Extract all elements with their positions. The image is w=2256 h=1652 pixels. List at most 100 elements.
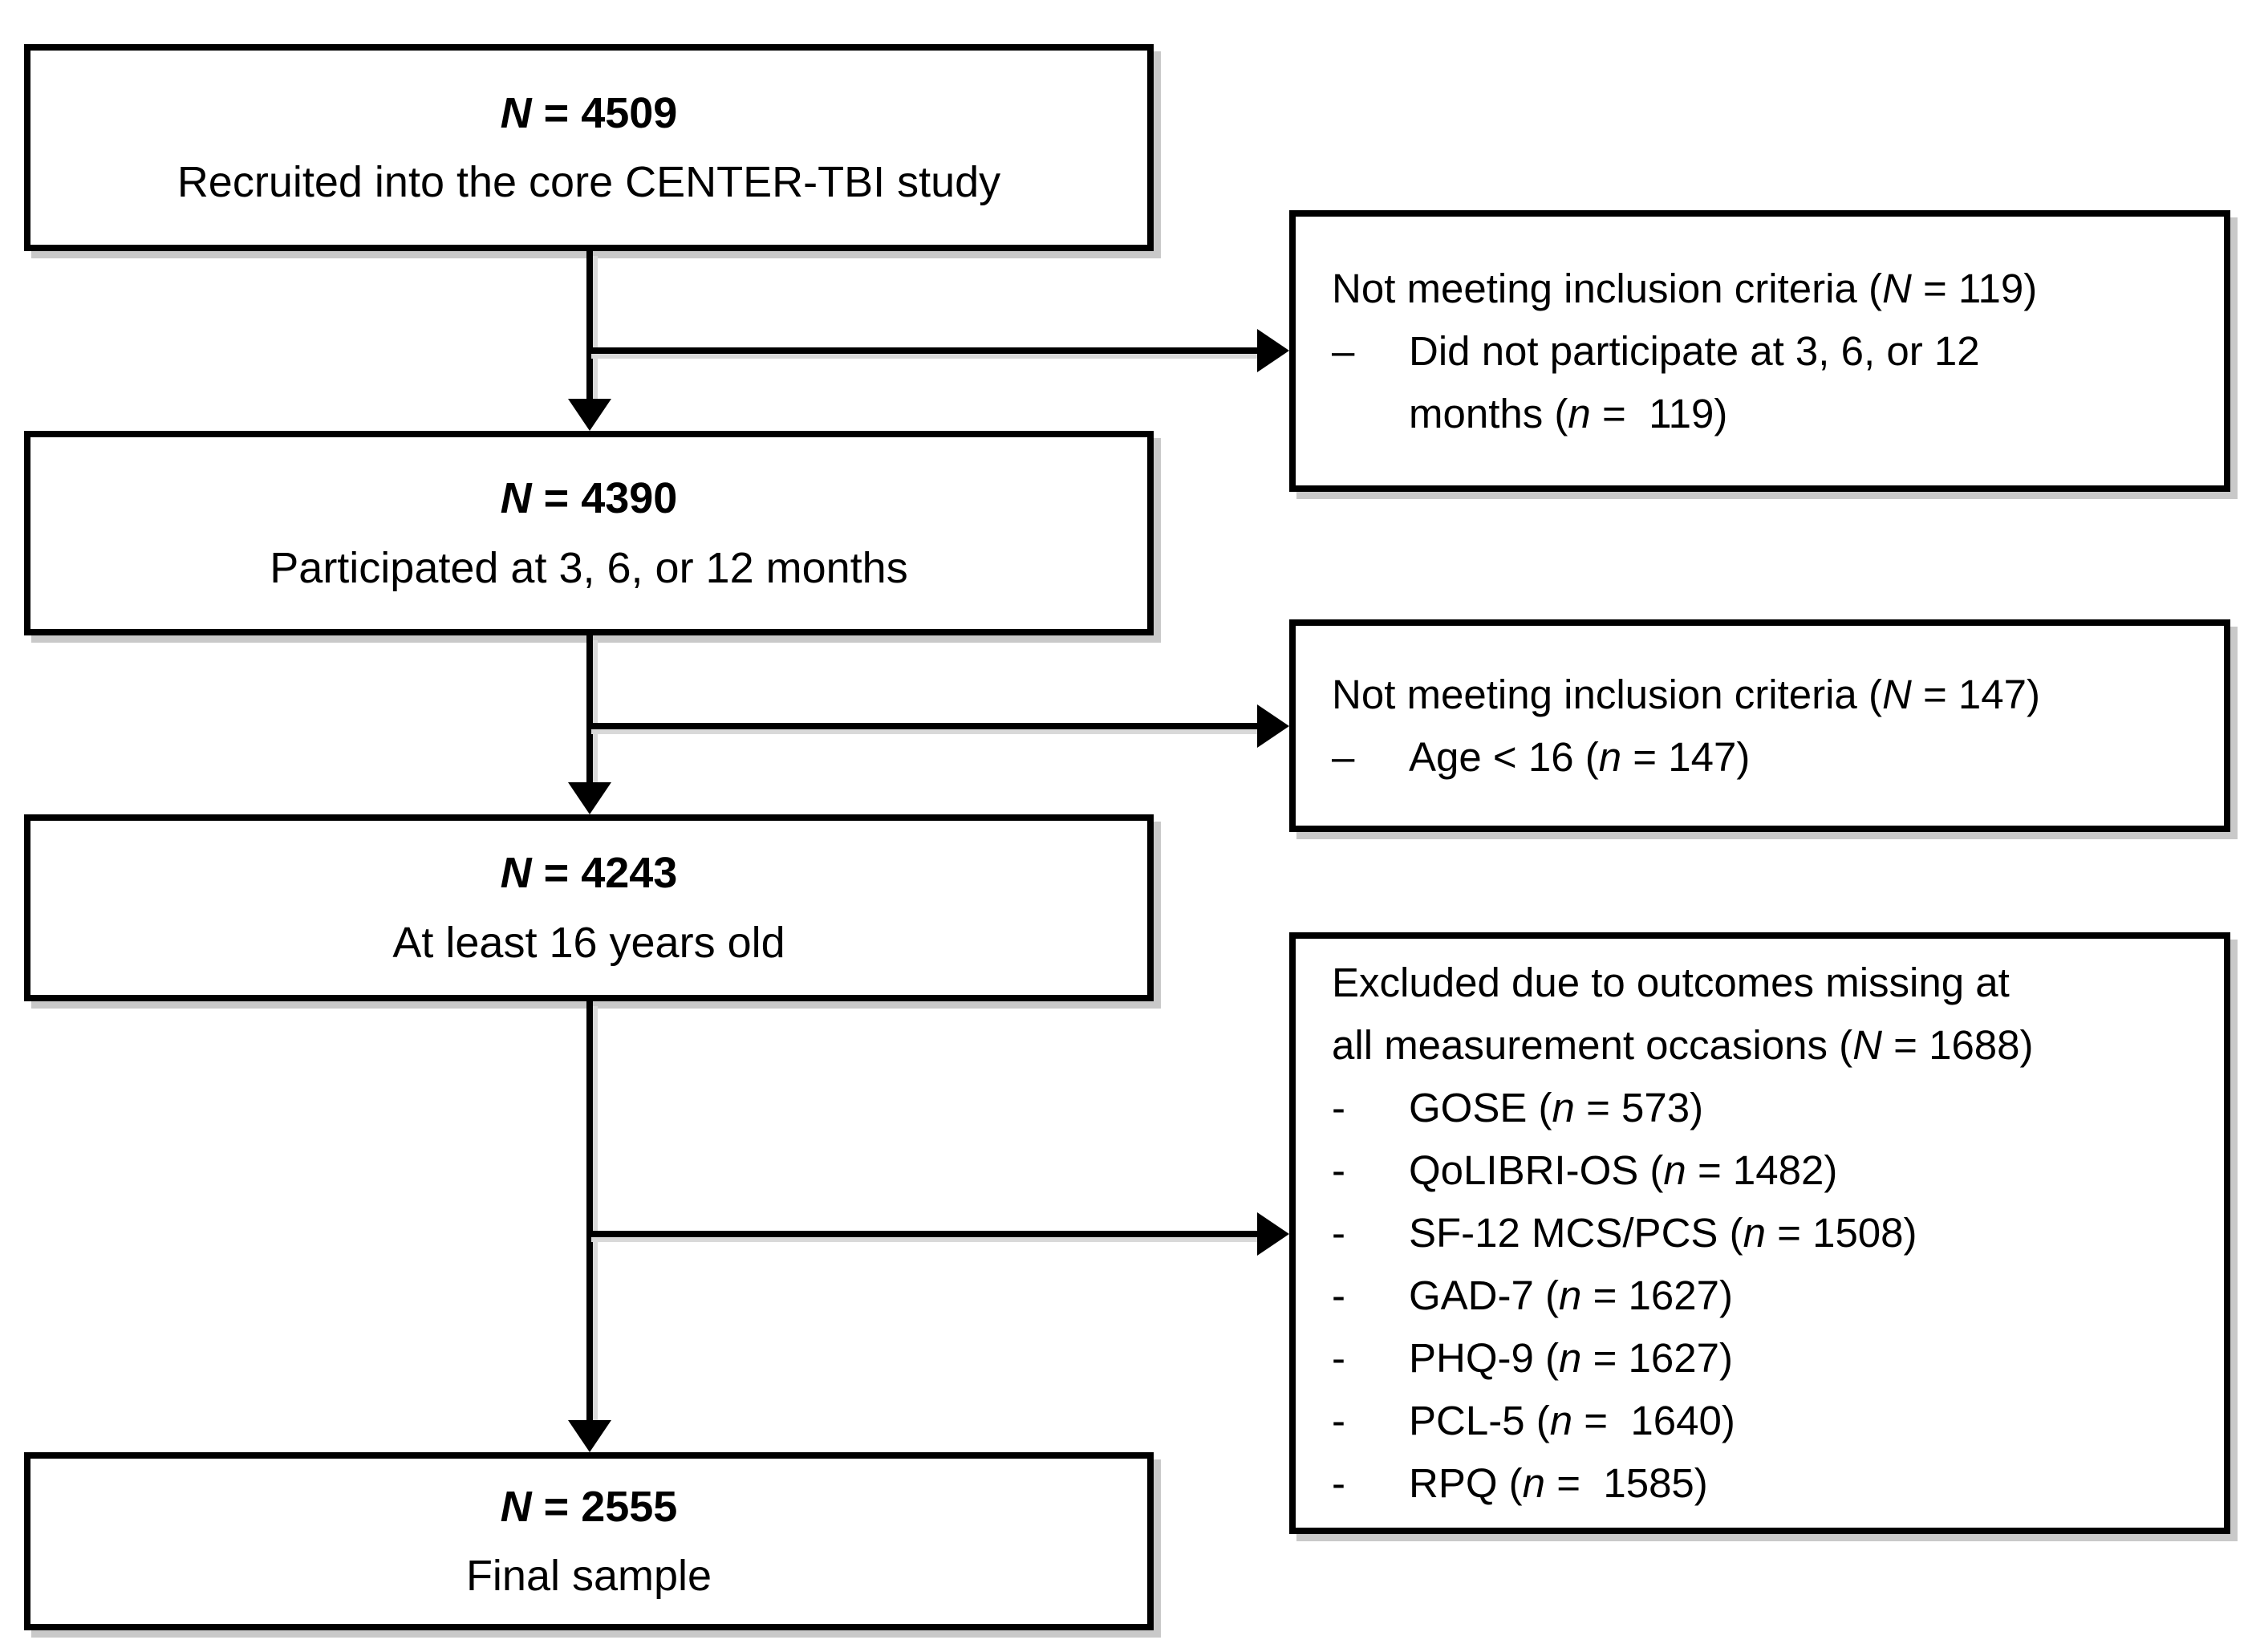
item-count: = 1627) [1581, 1272, 1733, 1318]
exclusion-item-text: RPQ (n = 1585) [1409, 1452, 2200, 1515]
exclusion-box-inclusion-criteria-147: Not meeting inclusion criteria (N = 147)… [1289, 619, 2230, 832]
connector-line-3 [586, 1001, 593, 1422]
exclusion-title: Not meeting inclusion criteria (N = 147) [1332, 664, 2200, 726]
flow-box-recruited: N = 4509 Recruited into the core CENTER-… [24, 44, 1154, 251]
bullet-dash: - [1332, 1460, 1345, 1506]
n-symbol: N [1881, 265, 1912, 311]
item-text: GOSE ( [1409, 1085, 1552, 1130]
n-symbol: n [1663, 1147, 1686, 1193]
n-symbol: N [500, 849, 532, 898]
flow-box-age-16: N = 4243 At least 16 years old [24, 814, 1154, 1001]
title-count: = 147) [1911, 671, 2040, 717]
item-text: Did not participate at 3, 6, or 12 month… [1409, 327, 1980, 436]
branch-line-3 [586, 1231, 1262, 1237]
box-description: Participated at 3, 6, or 12 months [270, 543, 908, 592]
item-text: Age < 16 ( [1409, 733, 1599, 780]
exclusion-item-phq9: - PHQ-9 (n = 1627) [1332, 1327, 2200, 1390]
box-description: Recruited into the core CENTER-TBI study [177, 158, 1001, 206]
n-value: = 4390 [531, 474, 678, 523]
item-text: RPQ ( [1409, 1460, 1523, 1506]
item-count: = 1508) [1765, 1210, 1917, 1256]
item-count: = 1627) [1581, 1335, 1733, 1381]
arrowhead-down-2 [568, 782, 611, 814]
n-symbol: n [1559, 1272, 1582, 1318]
exclusion-item: – Age < 16 (n = 147) [1332, 726, 2200, 789]
n-symbol: N [1852, 1022, 1882, 1068]
exclusion-item-text: GAD-7 (n = 1627) [1409, 1264, 2200, 1327]
n-value: = 4509 [531, 88, 678, 137]
exclusion-title: Not meeting inclusion criteria (N = 119) [1332, 258, 2200, 320]
bullet-dash: - [1332, 1210, 1345, 1256]
item-count: = 573) [1574, 1085, 1704, 1130]
exclusion-item-text: Age < 16 (n = 147) [1409, 726, 2200, 789]
title-text: Not meeting inclusion criteria ( [1332, 671, 1882, 717]
item-text: PCL-5 ( [1409, 1398, 1550, 1443]
branch-line-2 [586, 723, 1262, 729]
exclusion-item-qolibri: - QoLIBRI-OS (n = 1482) [1332, 1139, 2200, 1202]
title-count: = 119) [1911, 265, 2038, 311]
bullet-dash: – [1332, 327, 1355, 374]
exclusion-box-inclusion-criteria-119: Not meeting inclusion criteria (N = 119)… [1289, 210, 2230, 492]
exclusion-item: – Did not participate at 3, 6, or 12 mon… [1332, 320, 2200, 445]
flow-box-participated: N = 4390 Participated at 3, 6, or 12 mon… [24, 431, 1154, 635]
box-description: Final sample [465, 1552, 712, 1600]
exclusion-item-sf12: - SF-12 MCS/PCS (n = 1508) [1332, 1202, 2200, 1264]
exclusion-item-text: GOSE (n = 573) [1409, 1077, 2200, 1139]
arrowhead-right-2 [1257, 704, 1289, 748]
bullet-dash: - [1332, 1272, 1345, 1318]
branch-line-1 [586, 347, 1262, 354]
n-symbol: n [1559, 1335, 1582, 1381]
title-text: Not meeting inclusion criteria ( [1332, 265, 1882, 311]
exclusion-item-text: QoLIBRI-OS (n = 1482) [1409, 1139, 2200, 1202]
n-symbol: n [1598, 733, 1622, 780]
n-symbol: n [1552, 1085, 1575, 1130]
item-count: = 147) [1621, 733, 1751, 780]
item-count: = 119) [1590, 390, 1728, 436]
sample-size-2555: N = 2555 [501, 1479, 678, 1535]
exclusion-item-pcl5: - PCL-5 (n = 1640) [1332, 1390, 2200, 1452]
n-symbol: N [500, 1482, 532, 1531]
exclusion-item-text: Did not participate at 3, 6, or 12 month… [1409, 320, 2200, 445]
n-symbol: N [1881, 671, 1912, 717]
item-count: = 1640) [1572, 1398, 1735, 1443]
n-symbol: n [1568, 390, 1591, 436]
exclusion-item-text: PCL-5 (n = 1640) [1409, 1390, 2200, 1452]
arrowhead-right-3 [1257, 1212, 1289, 1256]
bullet-dash: - [1332, 1085, 1345, 1130]
sample-size-4243: N = 4243 [501, 845, 678, 901]
n-symbol: n [1743, 1210, 1766, 1256]
item-count: = 1482) [1686, 1147, 1838, 1193]
bullet-dash: - [1332, 1147, 1345, 1193]
n-value: = 2555 [531, 1482, 678, 1531]
exclusion-item-gose: - GOSE (n = 573) [1332, 1077, 2200, 1139]
box-description: At least 16 years old [392, 918, 785, 967]
exclusion-title: Excluded due to outcomes missing at all … [1332, 952, 2200, 1077]
arrowhead-down-3 [568, 1420, 611, 1452]
title-text: Excluded due to outcomes missing at all … [1332, 960, 2010, 1068]
item-text: PHQ-9 ( [1409, 1335, 1560, 1381]
n-symbol: n [1549, 1398, 1573, 1443]
arrowhead-down-1 [568, 399, 611, 431]
bullet-dash: – [1332, 733, 1355, 780]
exclusion-item-gad7: - GAD-7 (n = 1627) [1332, 1264, 2200, 1327]
sample-size-4390: N = 4390 [501, 470, 678, 526]
n-symbol: N [500, 88, 532, 137]
connector-line-2 [586, 635, 593, 784]
exclusion-box-outcomes-missing: Excluded due to outcomes missing at all … [1289, 932, 2230, 1534]
bullet-dash: - [1332, 1398, 1345, 1443]
item-count: = 1585) [1545, 1460, 1708, 1506]
n-value: = 4243 [531, 849, 678, 898]
exclusion-item-rpq: - RPQ (n = 1585) [1332, 1452, 2200, 1515]
title-count: = 1688) [1881, 1022, 2034, 1068]
arrowhead-right-1 [1257, 329, 1289, 372]
exclusion-item-text: PHQ-9 (n = 1627) [1409, 1327, 2200, 1390]
exclusion-item-text: SF-12 MCS/PCS (n = 1508) [1409, 1202, 2200, 1264]
item-text: SF-12 MCS/PCS ( [1409, 1210, 1743, 1256]
n-symbol: n [1522, 1460, 1546, 1506]
connector-line-1 [586, 251, 593, 400]
flow-box-final-sample: N = 2555 Final sample [24, 1452, 1154, 1630]
n-symbol: N [500, 474, 532, 523]
sample-size-4509: N = 4509 [501, 85, 678, 141]
item-text: QoLIBRI-OS ( [1409, 1147, 1664, 1193]
